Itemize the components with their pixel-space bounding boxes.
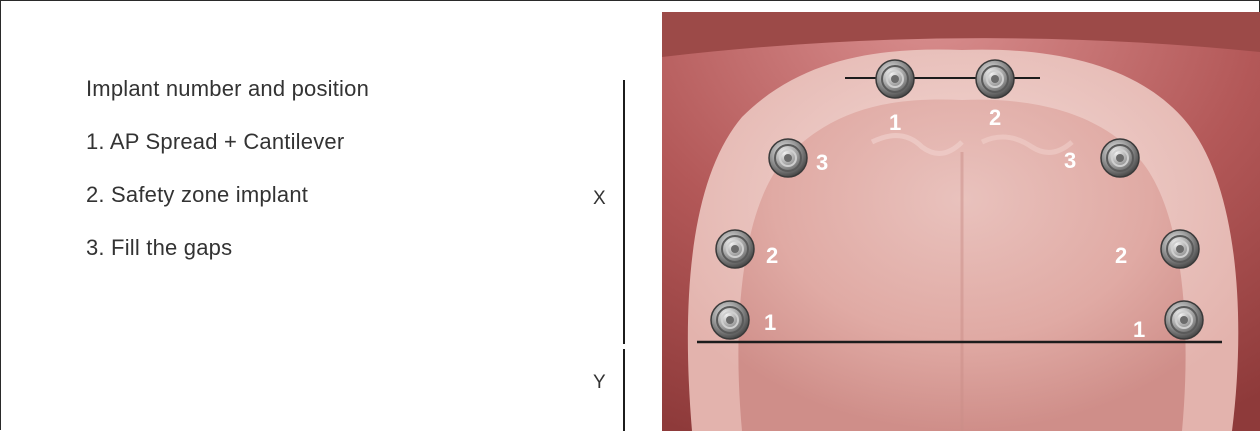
- x-distance-line: [623, 80, 625, 344]
- implant-icon: [716, 230, 754, 268]
- implant-label-mid-left: 3: [816, 150, 828, 175]
- y-label: Y: [593, 372, 606, 394]
- implant-icon: [711, 301, 749, 339]
- legend-item-safety-zone: 2. Safety zone implant: [86, 184, 369, 206]
- implant-icon: [769, 139, 807, 177]
- implant-label-front-right: 2: [989, 105, 1001, 130]
- legend-item-fill-gaps: 3. Fill the gaps: [86, 237, 369, 259]
- x-label: X: [593, 188, 606, 210]
- palate-illustration: 1 2 3 3 2 2 1 1: [662, 12, 1260, 431]
- implant-icon: [976, 60, 1014, 98]
- implant-label-side-left: 2: [766, 243, 778, 268]
- legend: Implant number and position 1. AP Spread…: [86, 78, 369, 290]
- implant-label-front-left: 1: [889, 110, 901, 135]
- legend-item-ap-spread: 1. AP Spread + Cantilever: [86, 131, 369, 153]
- y-distance-line: [623, 349, 625, 431]
- implant-icon: [1161, 230, 1199, 268]
- palate-photo: 1 2 3 3 2 2 1 1: [662, 12, 1260, 431]
- implant-icon: [1101, 139, 1139, 177]
- implant-icon: [876, 60, 914, 98]
- implant-label-mid-right: 3: [1064, 148, 1076, 173]
- implant-label-side-right: 2: [1115, 243, 1127, 268]
- implant-icon: [1165, 301, 1203, 339]
- implant-label-back-right: 1: [1133, 317, 1145, 342]
- implant-label-back-left: 1: [764, 310, 776, 335]
- legend-title: Implant number and position: [86, 78, 369, 100]
